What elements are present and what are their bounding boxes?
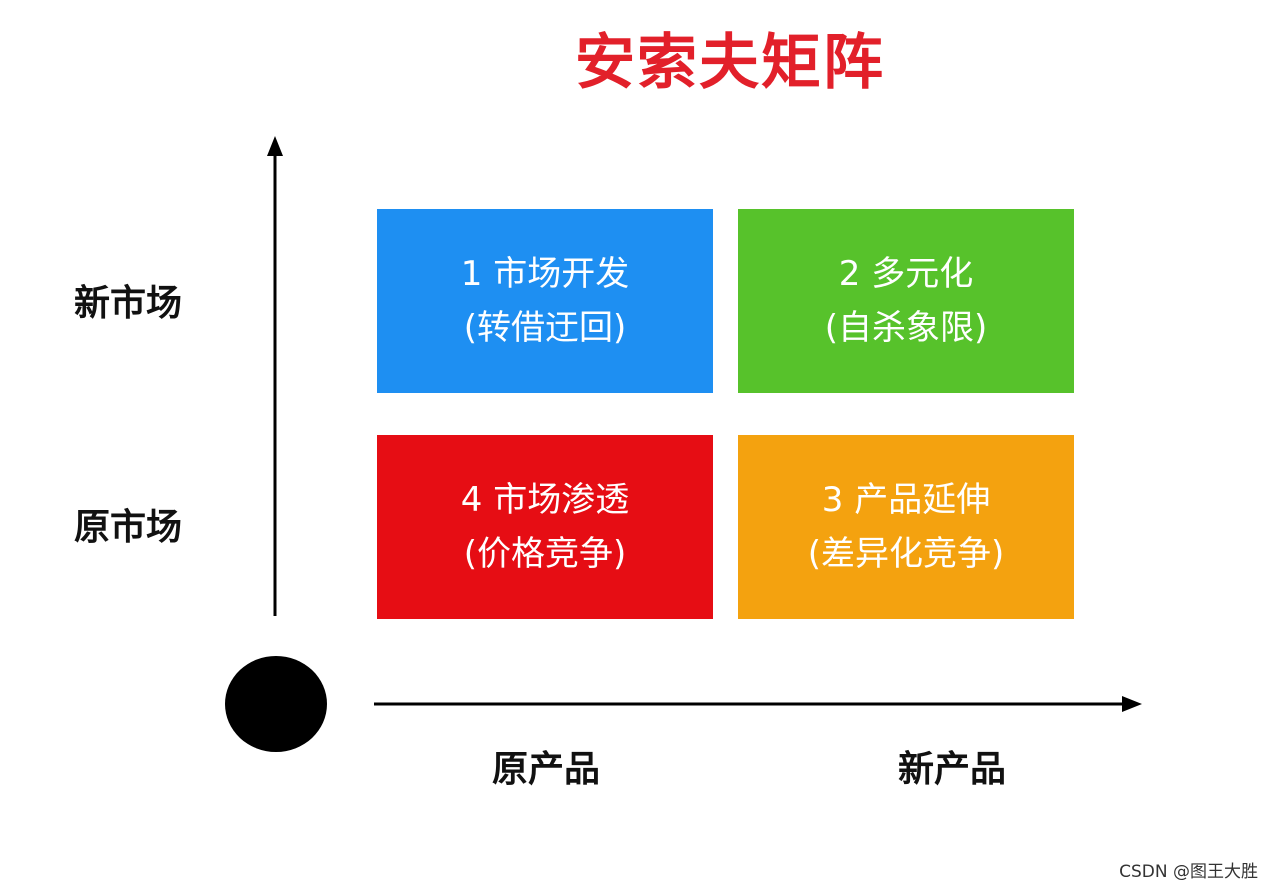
quadrant-product-development: 3 产品延伸 (差异化竞争) [738,435,1074,619]
origin-dot [225,656,327,752]
quadrant-subtitle: (差异化竞争) [807,534,1005,574]
quadrant-subtitle: (自杀象限) [824,308,988,348]
quadrant-market-development: 1 市场开发 (转借迂回) [377,209,713,393]
x-label-existing-product: 原产品 [491,749,600,790]
y-label-new-market: 新市场 [74,283,183,324]
quadrant-title: 1 市场开发 [460,254,630,294]
y-label-existing-market: 原市场 [74,507,183,548]
quadrant-title: 2 多元化 [838,254,974,294]
x-label-new-product: 新产品 [897,749,1006,790]
y-axis-arrow-icon [267,136,283,156]
quadrant-subtitle: (转借迂回) [463,308,627,348]
page-title: 安索夫矩阵 [575,28,885,98]
watermark: CSDN @图王大胜 [1119,862,1258,882]
quadrant-diversification: 2 多元化 (自杀象限) [738,209,1074,393]
quadrant-subtitle: (价格竞争) [463,534,627,574]
quadrant-market-penetration: 4 市场渗透 (价格竞争) [377,435,713,619]
quadrant-title: 3 产品延伸 [821,480,991,520]
x-axis-arrow-icon [1122,696,1142,712]
quadrant-title: 4 市场渗透 [460,480,630,520]
